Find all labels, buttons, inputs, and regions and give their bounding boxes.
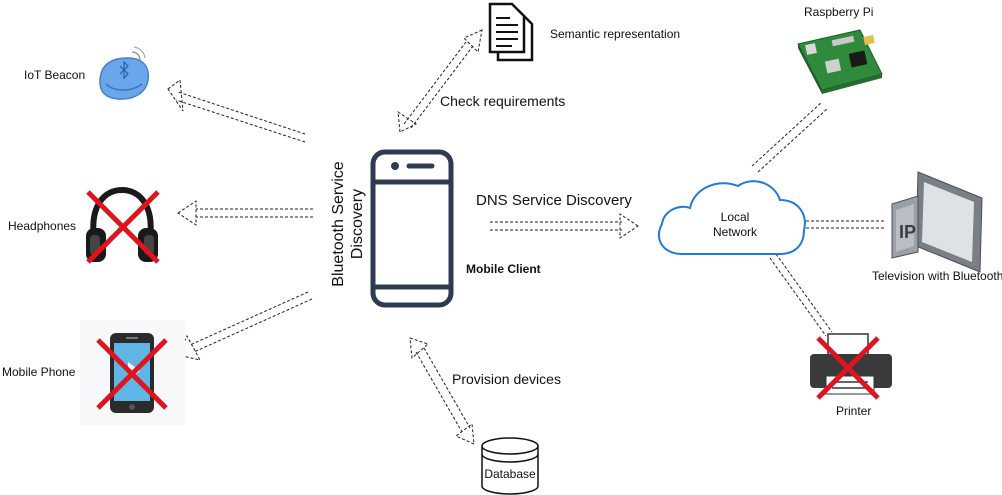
cloud-icon	[657, 180, 806, 255]
television-label: Television with Bluetooth	[872, 269, 1002, 283]
bluetooth-service-discovery-label: Bluetooth Service Discovery	[330, 161, 366, 287]
document-icon	[488, 2, 534, 62]
database-label: Database	[484, 467, 536, 481]
arrow-to-iot-beacon	[167, 79, 306, 143]
cross-mark	[96, 338, 168, 410]
check-requirements-label: Check requirements	[440, 93, 566, 109]
mobile-client-label: Mobile Client	[466, 262, 541, 276]
mobile-phone-icon	[80, 320, 185, 425]
television-icon: IP	[891, 171, 983, 273]
printer-label: Printer	[836, 404, 872, 418]
arrow-dns-service-discovery	[490, 213, 639, 239]
raspberry-pi-icon	[797, 29, 883, 94]
mobile-phone-label: Mobile Phone	[2, 365, 76, 379]
semantic-representation-label: Semantic representation	[550, 27, 681, 41]
iot-beacon-label: IoT Beacon	[24, 68, 86, 82]
database-icon	[481, 437, 539, 495]
iot-beacon-icon	[99, 46, 150, 100]
dns-service-discovery-label: DNS Service Discovery	[476, 192, 632, 209]
raspberry-pi-label: Raspberry Pi	[804, 5, 874, 19]
smartphone-icon	[370, 149, 454, 308]
provision-devices-label: Provision devices	[452, 371, 561, 387]
arrow-provision-devices	[409, 337, 475, 445]
headphones-icon	[86, 186, 160, 264]
arrow-to-mobile-phone	[177, 291, 313, 361]
link-to-television	[806, 220, 884, 229]
headphones-label: Headphones	[8, 219, 77, 233]
link-to-printer	[769, 253, 833, 337]
cross-mark	[86, 190, 160, 264]
local-network-label: Local Network	[712, 210, 757, 239]
arrow-to-headphones	[177, 200, 313, 226]
link-to-raspberry-pi	[751, 101, 829, 173]
arrow-check-requirements	[397, 29, 483, 133]
cross-mark	[816, 336, 880, 400]
printer-icon	[810, 333, 892, 400]
svg-text:IP: IP	[899, 222, 916, 242]
